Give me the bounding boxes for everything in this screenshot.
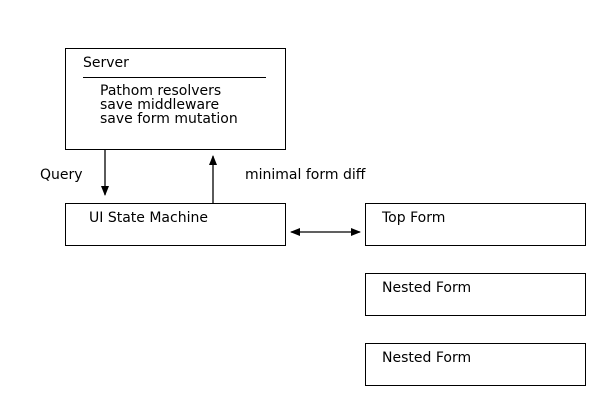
server-line-middleware: save middleware <box>100 97 220 113</box>
top-form-label: Top Form <box>382 210 446 226</box>
server-responsibilities: Pathom resolvers save middleware save fo… <box>100 84 238 126</box>
top-form-node: Top Form <box>365 203 586 246</box>
nested-form-label-1: Nested Form <box>382 280 472 296</box>
diff-edge-label: minimal form diff <box>245 167 366 183</box>
query-edge-label: Query <box>40 167 83 183</box>
nested-form-node-2: Nested Form <box>365 343 586 386</box>
server-line-resolvers: Pathom resolvers <box>100 83 222 99</box>
nested-form-node-1: Nested Form <box>365 273 586 316</box>
server-line-mutation: save form mutation <box>100 111 238 127</box>
server-title: Server <box>83 55 129 71</box>
state-machine-node: UI State Machine <box>65 203 286 246</box>
state-machine-label: UI State Machine <box>89 210 208 226</box>
server-node: Server Pathom resolvers save middleware … <box>65 48 286 150</box>
server-divider <box>83 77 266 78</box>
nested-form-label-2: Nested Form <box>382 350 472 366</box>
